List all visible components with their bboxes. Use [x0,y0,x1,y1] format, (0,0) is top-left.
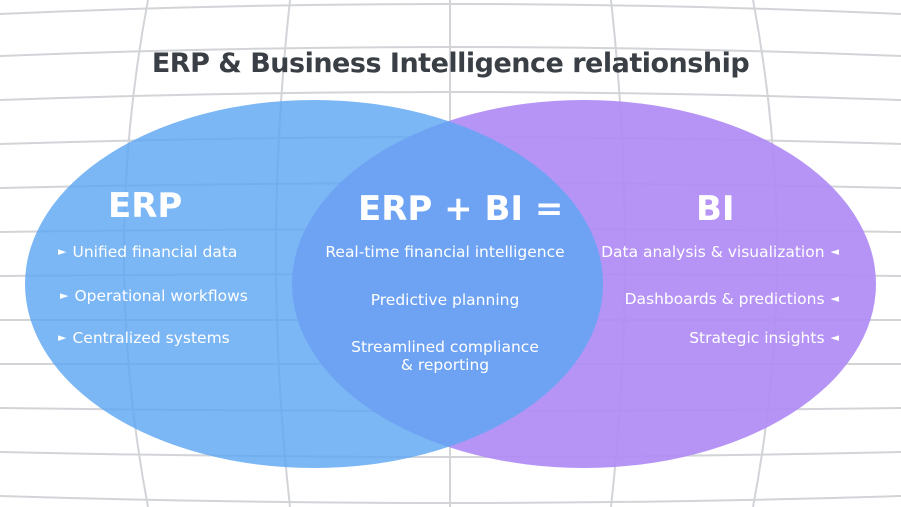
erp-item: ► Unified financial data [52,243,237,261]
bi-item-label: Data analysis & visualization [601,243,825,261]
diagram-title: ERP & Business Intelligence relationship [151,48,750,79]
erp-item-label: Operational workflows [74,287,248,305]
overlap-item: & reporting [400,356,490,374]
bi-item-label: Strategic insights [689,329,825,347]
left-triangle-icon: ◄ [830,331,839,344]
overlap-item: Predictive planning [370,291,520,309]
erp-circle [25,100,603,468]
bi-item-label: Dashboards & predictions [624,290,825,308]
overlap-item: Real-time financial intelligence [325,243,565,261]
erp-item: ► Operational workflows [54,287,248,305]
bi-heading: BI [696,189,735,229]
overlap-heading: ERP + BI = [358,189,564,229]
overlap-item: Streamlined compliance [351,338,539,356]
right-triangle-icon: ► [58,331,67,344]
bi-item: Data analysis & visualization ◄ [601,243,845,261]
right-triangle-icon: ► [58,245,67,258]
erp-item-label: Centralized systems [72,329,230,347]
right-triangle-icon: ► [60,289,69,302]
bi-item: Dashboards & predictions ◄ [625,290,845,308]
erp-item: ► Centralized systems [52,329,230,347]
erp-item-label: Unified financial data [72,243,238,261]
erp-heading: ERP [108,186,183,226]
left-triangle-icon: ◄ [830,292,839,305]
left-triangle-icon: ◄ [830,245,839,258]
bi-item: Strategic insights ◄ [689,329,845,347]
